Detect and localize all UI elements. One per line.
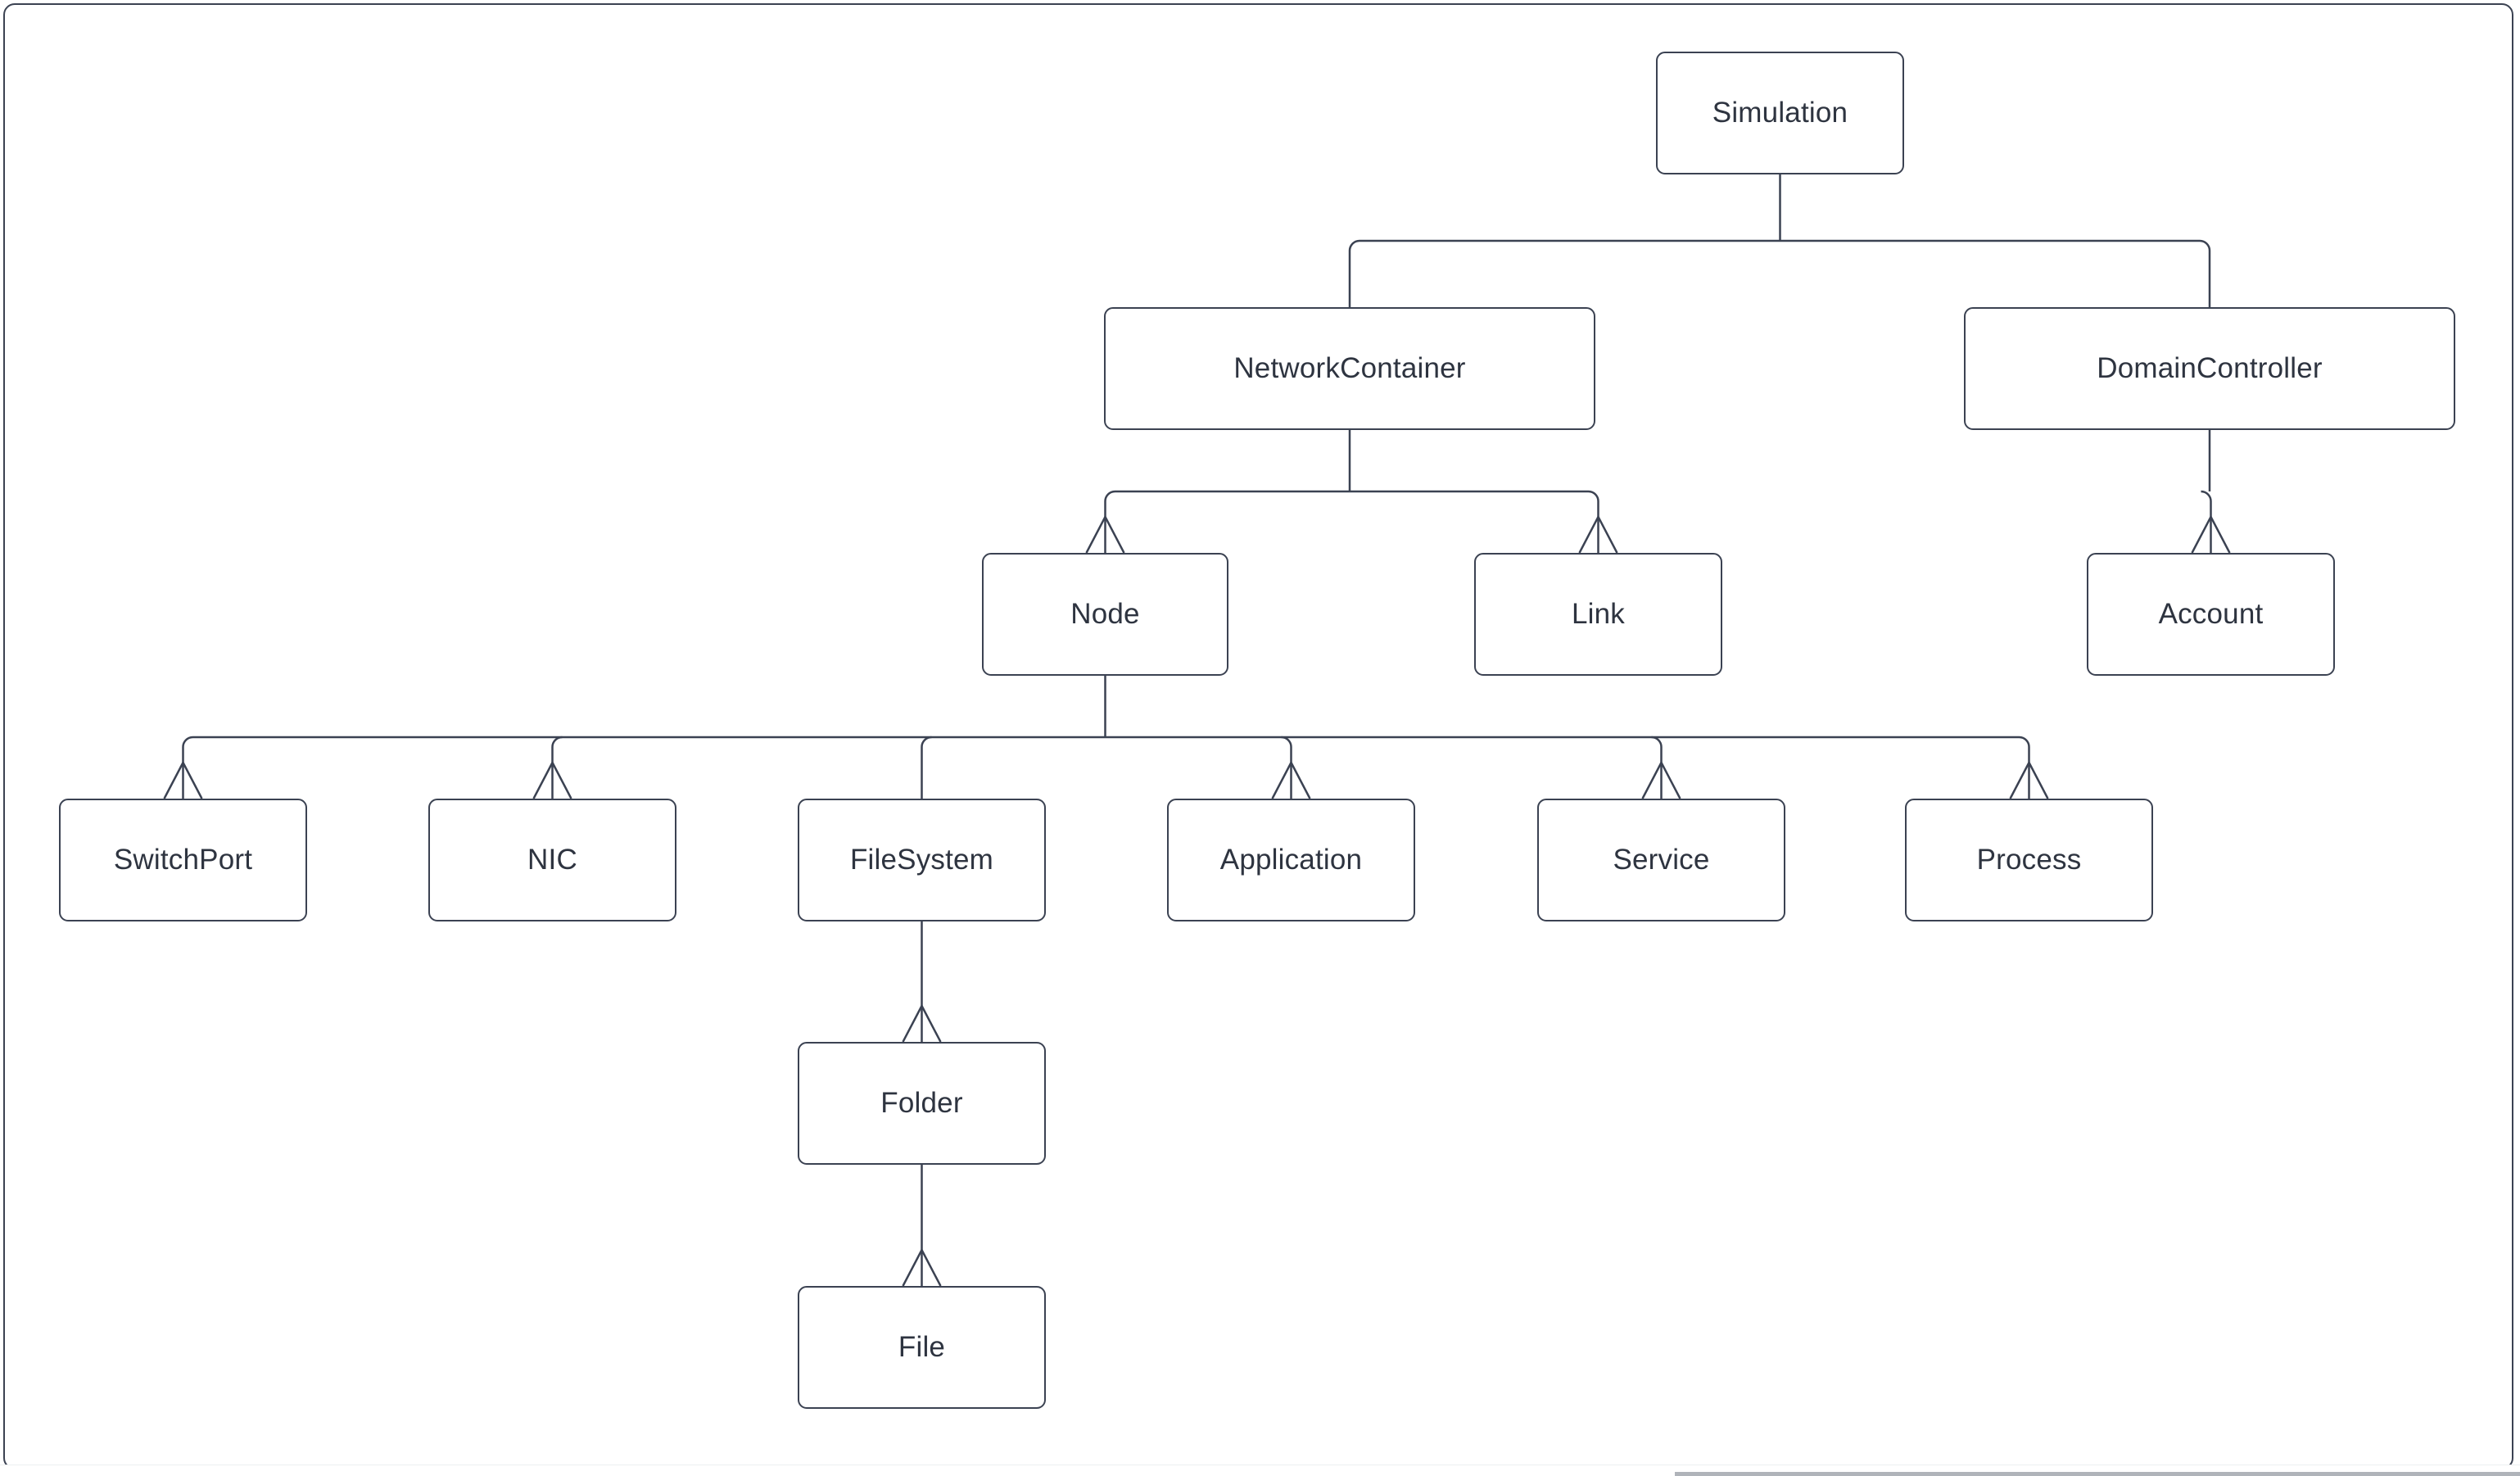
- class-node-networkcontainer[interactable]: NetworkContainer: [1104, 307, 1595, 430]
- class-node-label: File: [898, 1330, 946, 1363]
- class-node-folder[interactable]: Folder: [798, 1042, 1046, 1165]
- class-node-node[interactable]: Node: [982, 553, 1228, 676]
- class-node-label: Account: [2158, 597, 2264, 630]
- diagram-frame: [3, 3, 2513, 1469]
- class-node-account[interactable]: Account: [2087, 553, 2335, 676]
- class-node-label: Node: [1070, 597, 1140, 630]
- class-node-label: SwitchPort: [113, 843, 253, 876]
- class-node-nic[interactable]: NIC: [428, 799, 676, 921]
- horizontal-scrollbar-thumb[interactable]: [1675, 1472, 2520, 1476]
- class-node-label: NIC: [527, 843, 577, 876]
- class-node-label: Simulation: [1712, 96, 1848, 129]
- class-node-label: DomainController: [2097, 351, 2323, 384]
- class-node-filesystem[interactable]: FileSystem: [798, 799, 1046, 921]
- class-node-domaincontroller[interactable]: DomainController: [1964, 307, 2455, 430]
- horizontal-scrollbar-track[interactable]: [0, 1465, 2520, 1476]
- class-node-service[interactable]: Service: [1537, 799, 1785, 921]
- class-node-process[interactable]: Process: [1905, 799, 2153, 921]
- class-node-label: FileSystem: [849, 843, 994, 876]
- class-node-label: Process: [1976, 843, 2082, 876]
- class-node-switchport[interactable]: SwitchPort: [59, 799, 307, 921]
- class-node-label: Link: [1571, 597, 1625, 630]
- class-node-label: Service: [1613, 843, 1710, 876]
- class-node-file[interactable]: File: [798, 1286, 1046, 1409]
- class-node-simulation[interactable]: Simulation: [1656, 52, 1904, 174]
- class-node-link[interactable]: Link: [1474, 553, 1722, 676]
- class-node-label: Application: [1219, 843, 1363, 876]
- class-node-application[interactable]: Application: [1167, 799, 1415, 921]
- class-node-label: Folder: [880, 1086, 963, 1119]
- class-node-label: NetworkContainer: [1233, 351, 1466, 384]
